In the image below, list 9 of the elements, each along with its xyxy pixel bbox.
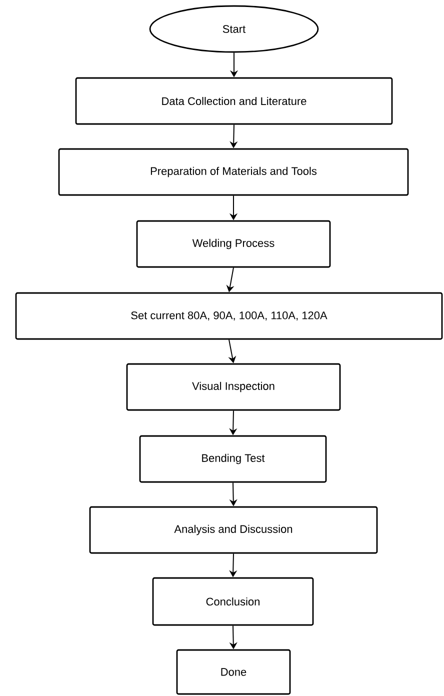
process-box: Conclusion xyxy=(152,577,314,626)
process-box: Bending Test xyxy=(139,435,327,483)
process-box: Set current 80A, 90A, 100A, 110A, 120A xyxy=(15,292,443,340)
process-box: Done xyxy=(176,649,291,695)
process-box: Analysis and Discussion xyxy=(89,506,378,554)
process-box: Visual Inspection xyxy=(126,363,341,411)
process-box: Welding Process xyxy=(136,220,331,268)
process-box: Data Collection and Literature xyxy=(75,77,393,125)
process-box: Preparation of Materials and Tools xyxy=(58,148,409,196)
